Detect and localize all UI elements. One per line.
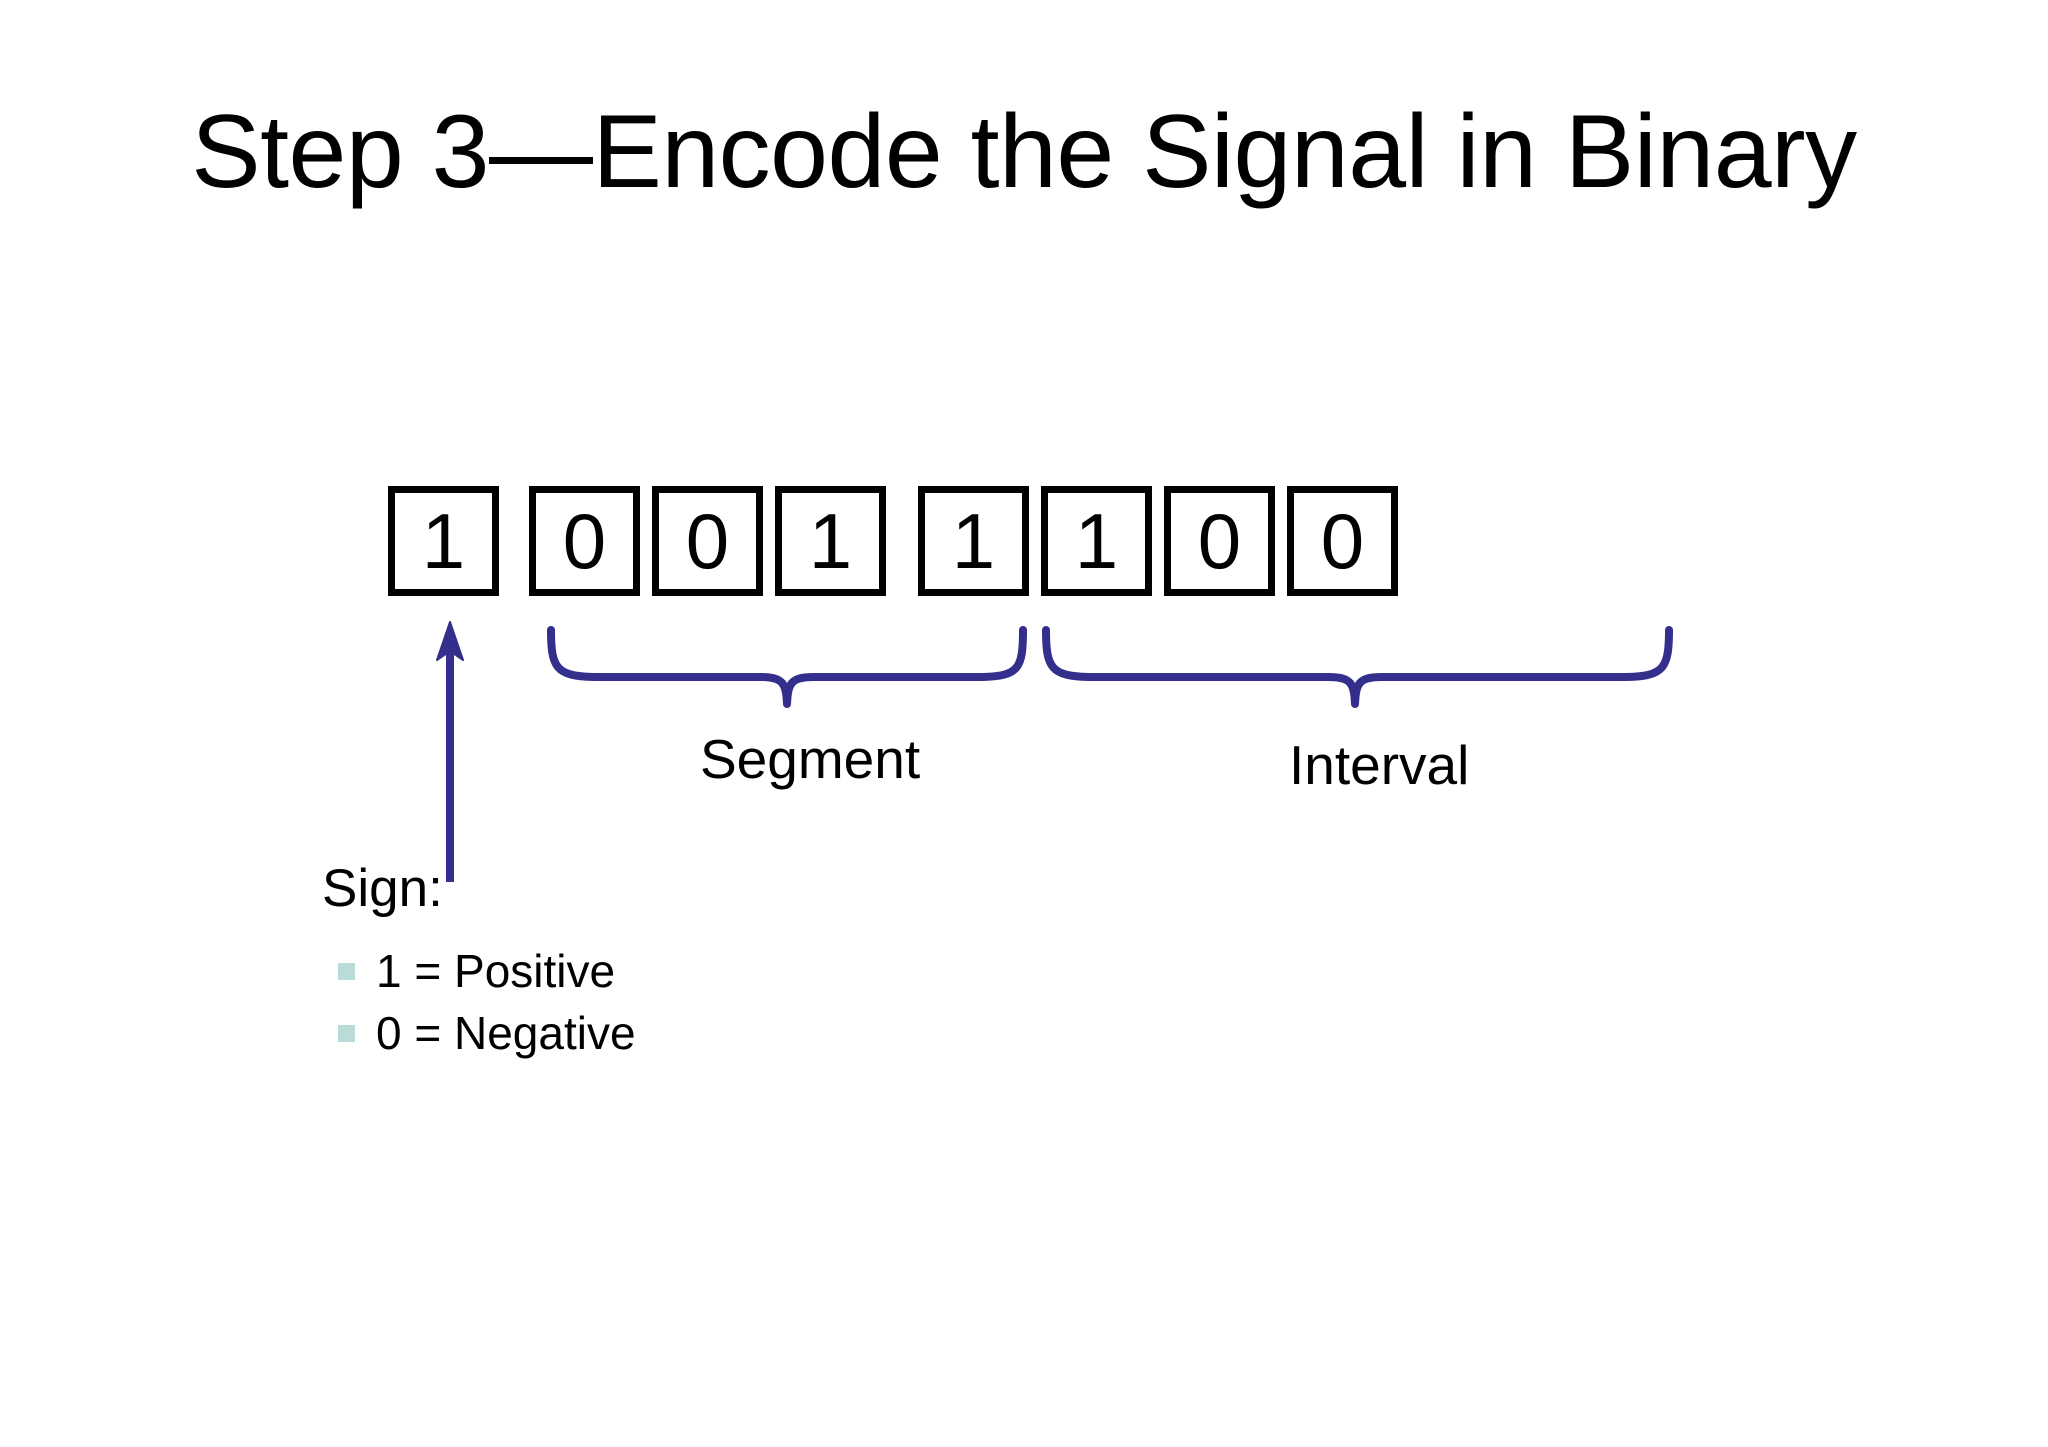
bit-group-sign: 1: [388, 486, 499, 596]
sign-legend-list: 1 = Positive 0 = Negative: [338, 940, 636, 1064]
interval-label: Interval: [1289, 734, 1470, 796]
page-title: Step 3—Encode the Signal in Binary: [191, 94, 1857, 210]
bit-box-interval-1[interactable]: 1: [1041, 486, 1152, 596]
bit-group-interval: 1 1 0 0: [918, 486, 1398, 596]
segment-brace-icon: [547, 626, 1027, 708]
bit-group-segment: 0 0 1: [529, 486, 886, 596]
bit-box-segment-2[interactable]: 1: [775, 486, 886, 596]
segment-label: Segment: [700, 728, 921, 790]
list-item: 1 = Positive: [338, 940, 636, 1002]
binary-word-row: 1 0 0 1 1 1 0 0: [388, 486, 1398, 596]
bit-box-segment-1[interactable]: 0: [652, 486, 763, 596]
list-item-label: 0 = Negative: [376, 1007, 636, 1059]
bit-box-segment-0[interactable]: 0: [529, 486, 640, 596]
bit-box-interval-3[interactable]: 0: [1287, 486, 1398, 596]
bullet-square-icon: [338, 1024, 355, 1042]
sign-label: Sign:: [322, 859, 443, 918]
sign-arrow-icon: [436, 621, 464, 882]
bullet-square-icon: [338, 962, 355, 980]
bit-box-interval-2[interactable]: 0: [1164, 486, 1275, 596]
bit-box-sign-0[interactable]: 1: [388, 486, 499, 596]
interval-brace-icon: [1042, 626, 1673, 708]
bit-box-interval-0[interactable]: 1: [918, 486, 1029, 596]
list-item: 0 = Negative: [338, 1002, 636, 1064]
list-item-label: 1 = Positive: [376, 945, 616, 997]
